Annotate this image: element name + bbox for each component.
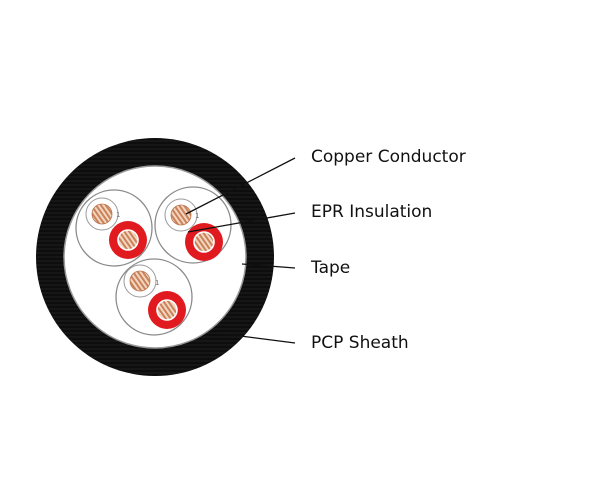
pair-2: 1 — [154, 186, 232, 264]
pair-3-core-1-conductor — [129, 270, 151, 292]
pair-2-core-2-conductor — [193, 231, 215, 253]
label-copper-conductor: Copper Conductor — [311, 147, 466, 167]
pair-3-core-number: 1 — [155, 279, 159, 287]
pair-1-core-2-conductor — [117, 229, 139, 251]
pair-1-core-number: 1 — [116, 211, 120, 219]
pair-2-core-1-conductor — [170, 204, 192, 226]
label-pcp-sheath: PCP Sheath — [311, 333, 409, 353]
label-tape: Tape — [311, 258, 351, 278]
label-epr-insulation: EPR Insulation — [311, 202, 433, 222]
leader-pcp-sheath — [224, 333, 296, 344]
pair-3: 1 — [115, 258, 193, 336]
pair-3-core-2-conductor — [156, 299, 178, 321]
pair-1-core-1-conductor — [91, 203, 113, 225]
pair-1: 1 — [75, 189, 153, 267]
pair-2-core-number: 1 — [195, 212, 199, 220]
leader-copper-conductor — [185, 157, 296, 215]
leader-epr-insulation — [187, 212, 296, 233]
leader-tape — [241, 263, 296, 269]
